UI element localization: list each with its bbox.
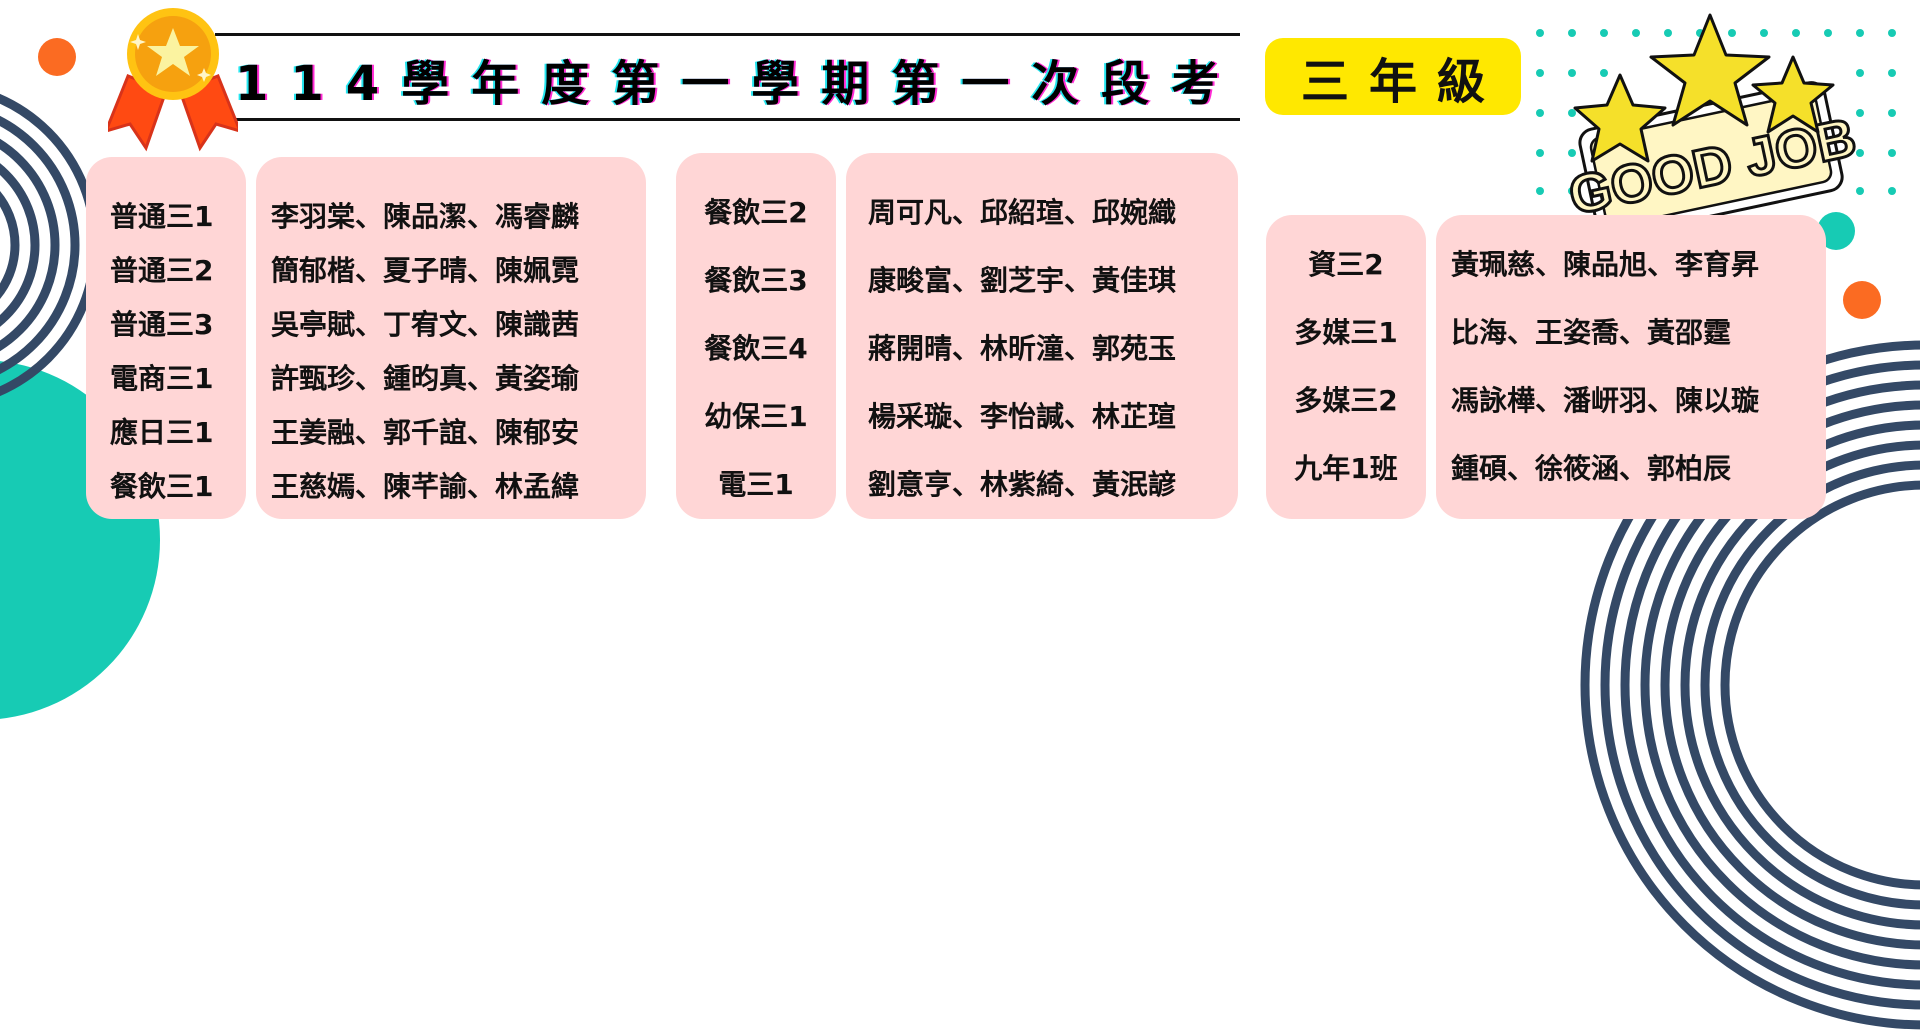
orange-dot-decoration: [38, 38, 76, 76]
student-names-box-2: 周可凡、邱紹瑄、邱婉織 康畯富、劉芝宇、黃佳琪 蔣開晴、林昕潼、郭苑玉 楊采璇、…: [846, 153, 1238, 519]
student-names: 許甄珍、鍾昀真、黃姿瑜: [271, 362, 580, 395]
page-title: 114學年度第一學期第一次段考: [235, 56, 1242, 112]
class-label: 普通三2: [110, 254, 214, 287]
student-names-box-3: 黃珮慈、陳品旭、李育昇 比海、王姿喬、黃邵霆 馮詠樺、潘岍羽、陳以璇 鍾碩、徐筱…: [1436, 215, 1826, 519]
student-names: 劉意亨、林紫綺、黃泯諺: [868, 468, 1177, 501]
class-list-box-3: 資三2 多媒三1 多媒三2 九年1班: [1266, 215, 1426, 519]
class-list-box-2: 餐飲三2 餐飲三3 餐飲三4 幼保三1 電三1: [676, 153, 836, 519]
title-bar: [215, 33, 1240, 121]
student-names: 吳亭賦、丁宥文、陳識茜: [271, 308, 580, 341]
student-names: 黃珮慈、陳品旭、李育昇: [1451, 248, 1760, 281]
class-label: 餐飲三2: [704, 196, 808, 229]
class-label: 資三2: [1308, 248, 1384, 281]
student-names: 楊采璇、李怡諴、林芷瑄: [868, 400, 1177, 433]
class-label: 電商三1: [110, 362, 214, 395]
student-names: 李羽棠、陳品潔、馮睿麟: [271, 200, 580, 233]
grade-badge: 三年級: [1265, 38, 1521, 115]
class-label: 普通三3: [110, 308, 214, 341]
student-names: 鍾碩、徐筱涵、郭柏辰: [1451, 452, 1732, 485]
class-label: 餐飲三3: [704, 264, 808, 297]
class-label: 餐飲三4: [704, 332, 808, 365]
student-names: 蔣開晴、林昕潼、郭苑玉: [868, 332, 1177, 365]
medal-icon: [108, 8, 238, 152]
class-label: 多媒三1: [1294, 316, 1398, 349]
class-label: 電三1: [718, 468, 794, 501]
orange-dot-decoration-right: [1843, 281, 1881, 319]
class-label: 普通三1: [110, 200, 214, 233]
class-list-box-1: 普通三1 普通三2 普通三3 電商三1 應日三1 餐飲三1: [86, 157, 246, 519]
student-names-box-1: 李羽棠、陳品潔、馮睿麟 簡郁楷、夏子晴、陳姵霓 吳亭賦、丁宥文、陳識茜 許甄珍、…: [256, 157, 646, 519]
class-label: 九年1班: [1294, 452, 1398, 485]
class-label: 幼保三1: [704, 400, 808, 433]
student-names: 簡郁楷、夏子晴、陳姵霓: [271, 254, 580, 287]
class-label: 應日三1: [110, 416, 214, 449]
class-label: 餐飲三1: [110, 470, 214, 503]
student-names: 馮詠樺、潘岍羽、陳以璇: [1451, 384, 1760, 417]
student-names: 比海、王姿喬、黃邵霆: [1451, 316, 1732, 349]
student-names: 王姜融、郭千誼、陳郁安: [271, 416, 580, 449]
class-label: 多媒三2: [1294, 384, 1398, 417]
student-names: 王慈嫣、陳芊諭、林孟緯: [271, 470, 580, 503]
concentric-rings-decoration-left: [0, 93, 100, 397]
student-names: 康畯富、劉芝宇、黃佳琪: [868, 264, 1177, 297]
good-job-stars-icon: GOOD JOB: [1562, 13, 1863, 239]
student-names: 周可凡、邱紹瑄、邱婉織: [868, 196, 1177, 229]
